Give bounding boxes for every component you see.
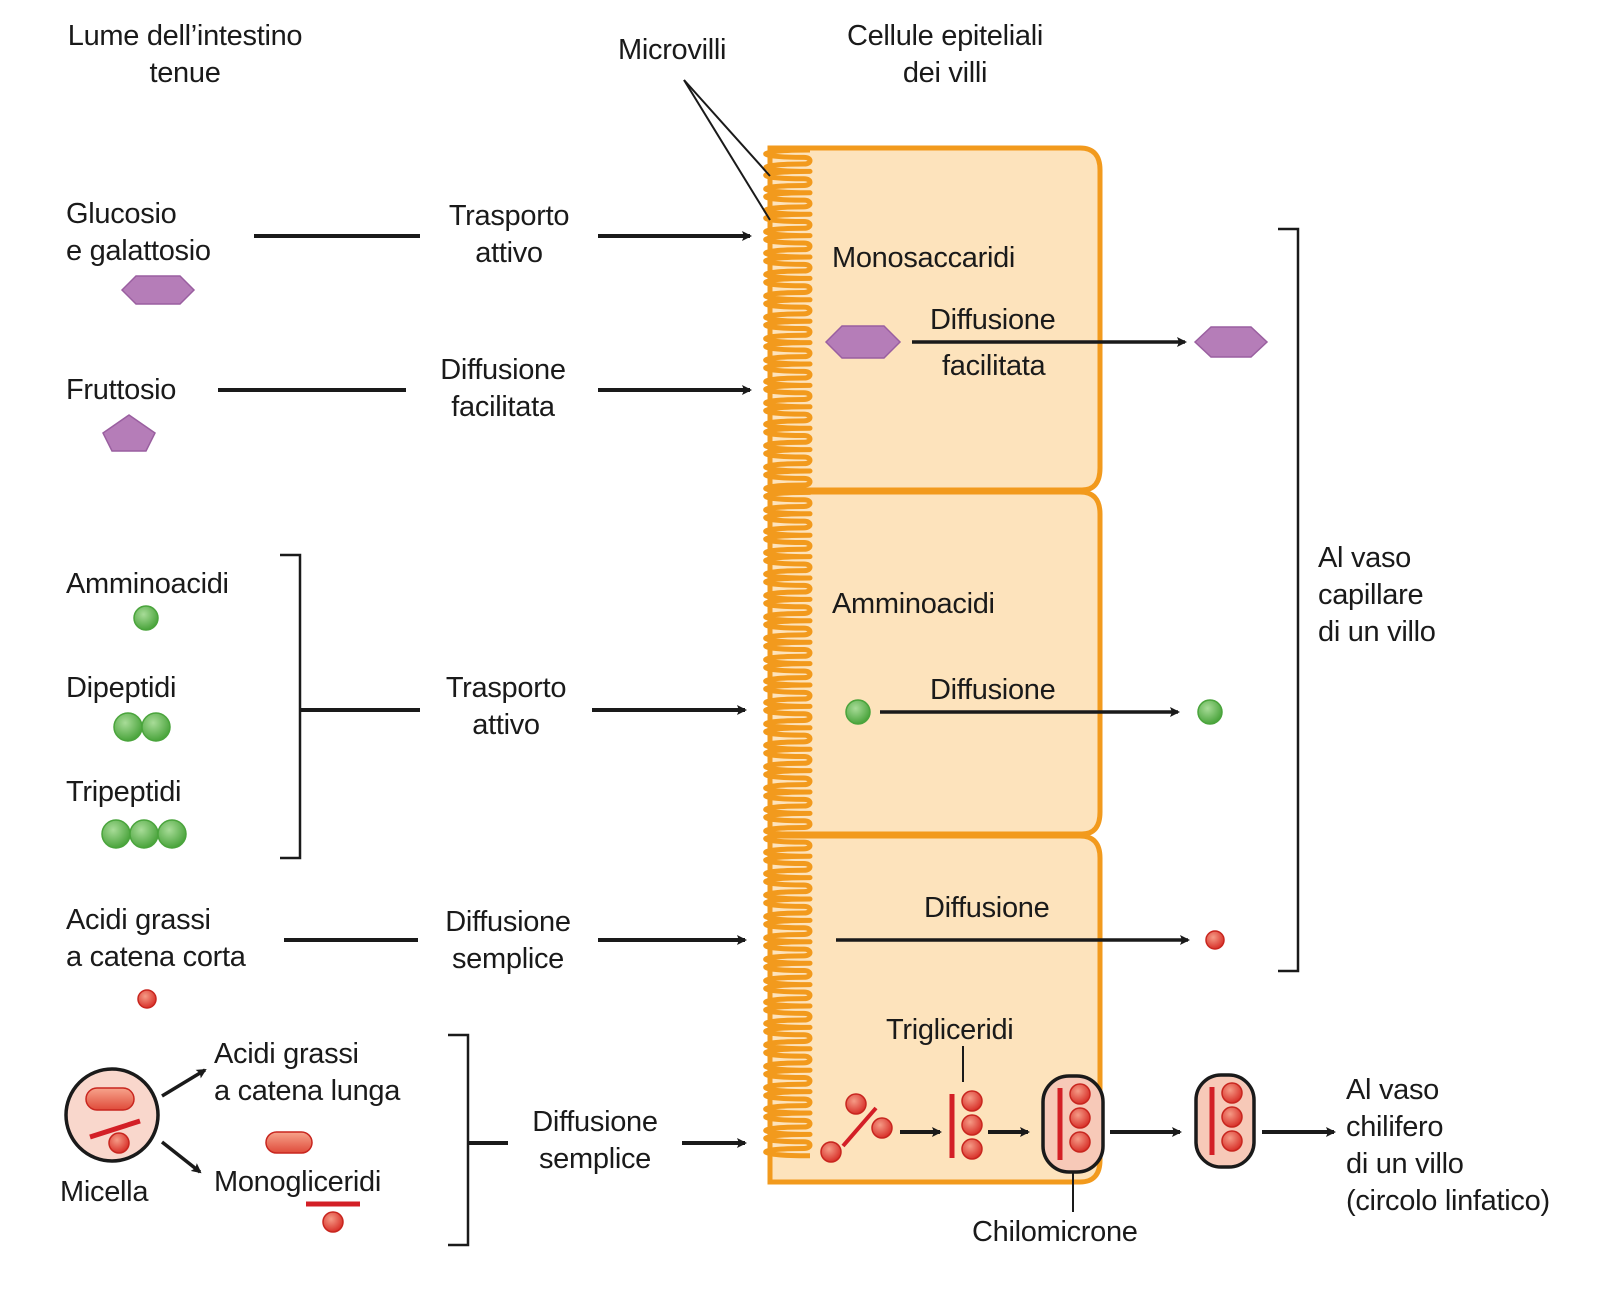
- dipeptides-label: Dipeptidi: [66, 672, 177, 704]
- lymph-line2: chilifero: [1346, 1111, 1444, 1143]
- cell-amino-acids: [767, 489, 1103, 837]
- chylomicron-in-cell-icon: [1041, 1074, 1105, 1174]
- fructose-label: Fruttosio: [66, 374, 177, 406]
- capillary-destination: Al vaso capillare di un villo: [1318, 540, 1436, 651]
- glucose-label-line2: e galattosio: [66, 235, 211, 267]
- microvilli-pointer: [683, 79, 771, 221]
- dipeptide-icon-b: [141, 712, 171, 742]
- proteins-transport-line1: Trasporto: [445, 672, 567, 704]
- amino-acids-cell-title: Amminoacidi: [832, 588, 995, 620]
- fructose-transport: Diffusione facilitata: [408, 352, 598, 426]
- micelle-label: Micella: [60, 1176, 149, 1208]
- header-lumen-line2: tenue: [149, 57, 221, 89]
- monoglycerides-label: Monogliceridi: [214, 1166, 381, 1198]
- proteins-bracket: [280, 553, 302, 860]
- capillary-line3: di un villo: [1318, 616, 1436, 648]
- short-fatty-label-line2: a catena corta: [66, 941, 246, 973]
- long-fatty-label-line1: Acidi grassi: [214, 1038, 359, 1070]
- mono-hexagon-in-cell-icon: [824, 325, 902, 359]
- header-cells-line1: Cellule epiteliali: [846, 20, 1044, 52]
- mono-process-line2: facilitata: [942, 350, 1046, 382]
- short-fatty-transport-line2: semplice: [451, 943, 565, 975]
- proteins-transport-line2: attivo: [472, 709, 540, 741]
- amino-out-icon: [1197, 699, 1223, 725]
- micelle-transport-line1: Diffusione: [532, 1106, 658, 1138]
- amino-acids-label: Amminoacidi: [66, 568, 229, 600]
- triglycerides-label: Trigliceridi: [886, 1014, 1014, 1046]
- long-fatty-label-line2: a catena lunga: [214, 1075, 401, 1107]
- long-fatty-acid-icon: [265, 1131, 313, 1154]
- glucose-hexagon-icon: [120, 275, 196, 305]
- molecules: [64, 275, 1269, 1233]
- fatty-process: Diffusione: [924, 892, 1050, 924]
- micelle-transport: Diffusione semplice: [508, 1104, 682, 1178]
- monosaccharides-title: Monosaccaridi: [832, 242, 1016, 274]
- short-fatty-transport-line1: Diffusione: [445, 906, 571, 938]
- header-microvilli: Microvilli: [618, 34, 727, 66]
- dipeptide-icon-a: [113, 712, 143, 742]
- header-lumen-line1: Lume dell’intestino: [67, 20, 303, 52]
- proteins-transport: Trasporto attivo: [420, 670, 592, 744]
- long-fatty-label: Acidi grassi a catena lunga: [214, 1036, 400, 1110]
- glucose-transport-line1: Trasporto: [448, 200, 570, 232]
- glucose-label: Glucosio e galattosio: [66, 196, 211, 270]
- amino-in-cell-icon: [845, 699, 871, 725]
- capillary-line1: Al vaso: [1318, 542, 1411, 574]
- glucose-label-line1: Glucosio: [66, 198, 177, 230]
- micelle-to-long-arrow: [161, 1068, 207, 1098]
- triglyceride-icon: [949, 1090, 983, 1160]
- glucose-transport: Trasporto attivo: [420, 198, 598, 272]
- micelle-transport-line2: semplice: [538, 1143, 652, 1175]
- cell-arrows: [836, 337, 1336, 1212]
- lymph-line4: (circolo linfatico): [1346, 1185, 1550, 1217]
- header-cells-line2: dei villi: [902, 57, 988, 89]
- connectors: [160, 231, 752, 1247]
- short-fatty-transport: Diffusione semplice: [418, 904, 598, 978]
- short-fatty-acid-icon: [137, 989, 157, 1009]
- amino-process: Diffusione: [930, 674, 1056, 706]
- tripeptide-icon-c: [157, 819, 187, 849]
- capillary-bracket: [1278, 227, 1300, 973]
- fructose-transport-line1: Diffusione: [440, 354, 566, 386]
- header-cells: Cellule epiteliali dei villi: [810, 18, 1080, 92]
- chylomicron-out-icon: [1194, 1073, 1256, 1169]
- glucose-transport-line2: attivo: [475, 237, 543, 269]
- fructose-transport-line2: facilitata: [451, 391, 555, 423]
- fructose-pentagon-icon: [102, 414, 156, 452]
- lymph-line1: Al vaso: [1346, 1074, 1439, 1106]
- short-fatty-out-icon: [1205, 930, 1225, 950]
- mono-hexagon-out-icon: [1193, 326, 1269, 358]
- lymph-destination: Al vaso chilifero di un villo (circolo l…: [1346, 1072, 1550, 1220]
- lymph-line3: di un villo: [1346, 1148, 1464, 1180]
- fatty-acid-monoglyceride-in-cell-icon: [820, 1093, 893, 1163]
- monoglyceride-icon: [306, 1201, 360, 1233]
- short-fatty-label-line1: Acidi grassi: [66, 904, 211, 936]
- micelle-icon: [64, 1067, 160, 1163]
- micelle-bracket: [448, 1033, 470, 1247]
- mono-process-line1: Diffusione: [930, 304, 1056, 336]
- header-lumen: Lume dell’intestino tenue: [30, 18, 340, 92]
- micelle-to-mono-arrow: [160, 1140, 202, 1174]
- tripeptide-icon-a: [101, 819, 131, 849]
- microvilli-border: [763, 147, 813, 1159]
- chylomicron-label: Chilomicrone: [972, 1216, 1138, 1248]
- cell-monosaccharides: [767, 145, 1103, 493]
- tripeptide-icon-b: [129, 819, 159, 849]
- tripeptides-label: Tripeptidi: [66, 776, 182, 808]
- amino-acid-icon: [133, 605, 159, 631]
- capillary-line2: capillare: [1318, 579, 1424, 611]
- short-fatty-label: Acidi grassi a catena corta: [66, 902, 246, 976]
